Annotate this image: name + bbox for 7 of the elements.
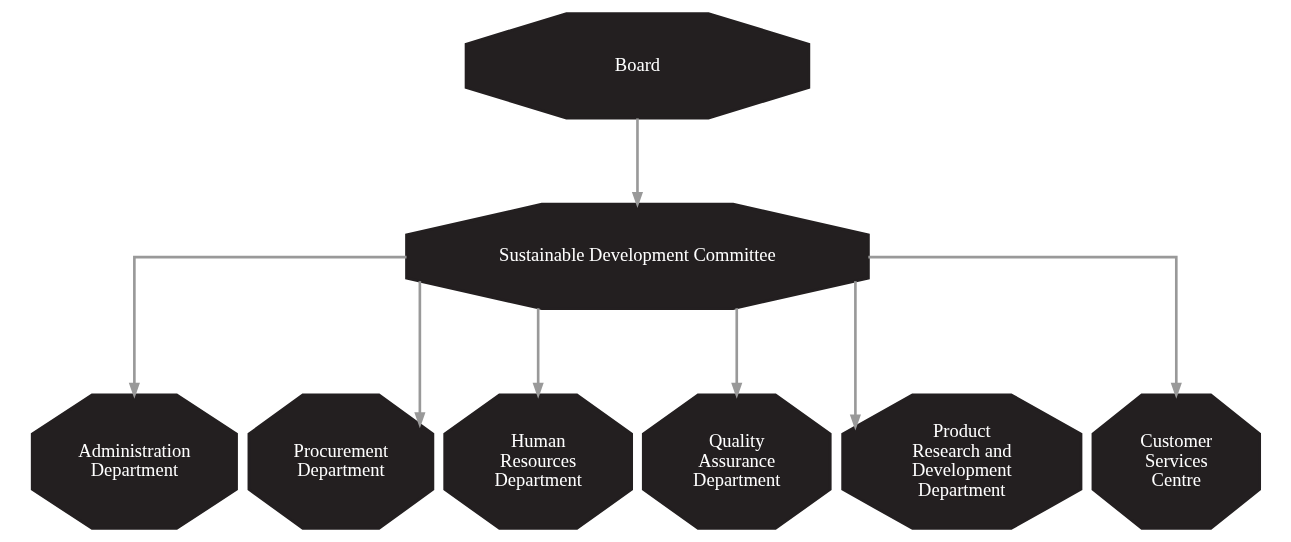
arrow [413, 281, 425, 429]
arrow [631, 118, 643, 208]
arrow [849, 281, 861, 431]
arrow [128, 255, 407, 399]
arrow [730, 308, 742, 399]
arrow [867, 255, 1182, 399]
arrow [532, 308, 544, 399]
